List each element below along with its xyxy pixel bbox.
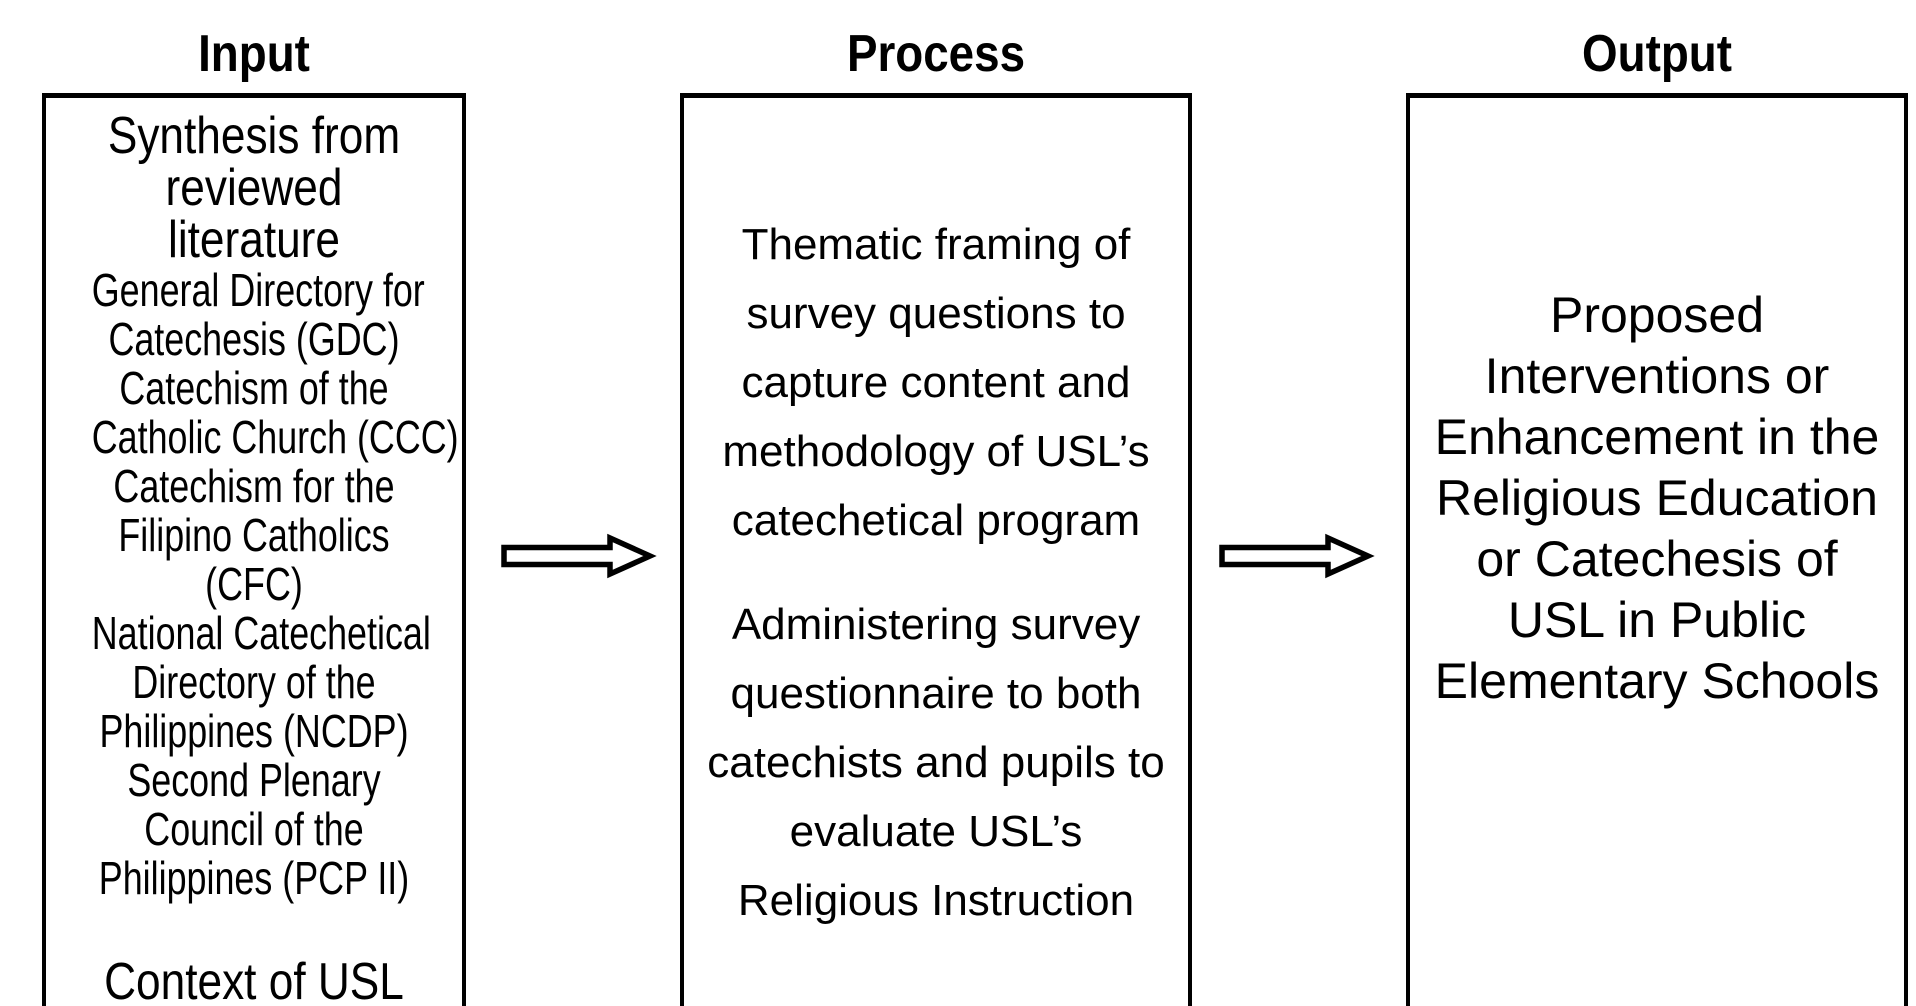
- input-heading: Synthesis from reviewed literature: [77, 110, 431, 266]
- right-arrow-icon: [501, 533, 657, 579]
- text-line: catechetical program: [731, 496, 1141, 545]
- text-line: questionnaire to both: [730, 669, 1142, 718]
- text-line: reviewed: [165, 159, 343, 217]
- text-line: Proposed: [1549, 287, 1765, 343]
- list-item: Philippines (PCP II): [98, 852, 410, 904]
- text-line: literature: [168, 211, 340, 269]
- process-step-1: Thematic framing of survey questions to …: [684, 210, 1188, 555]
- input-box: Synthesis from reviewed literature Gener…: [42, 93, 466, 1006]
- list-item: Filipino Catholics: [118, 509, 390, 561]
- list-item: Council of the: [144, 803, 364, 855]
- text-line: Religious Instruction: [737, 876, 1135, 925]
- list-item: Catechism for the: [113, 460, 395, 512]
- text-line: Synthesis from: [107, 107, 401, 165]
- process-box: Thematic framing of survey questions to …: [680, 93, 1192, 1006]
- text-line: Religious Education: [1436, 470, 1878, 526]
- list-item: Directory of the: [132, 656, 376, 708]
- right-arrow-icon: [1219, 533, 1375, 579]
- input-column-title: Input: [198, 25, 310, 83]
- text-line: Elementary Schools: [1434, 653, 1880, 709]
- list-item: National Catechetical: [91, 607, 431, 659]
- text-line: evaluate USL’s: [789, 807, 1083, 856]
- text-line: Context of USL: [104, 953, 404, 1006]
- process-content: Thematic framing of survey questions to …: [684, 98, 1188, 935]
- process-step-2: Administering survey questionnaire to bo…: [684, 590, 1188, 935]
- list-item: Catechesis (GDC): [108, 313, 400, 365]
- list-item: General Directory for: [91, 264, 425, 316]
- text-line: Enhancement in the: [1434, 409, 1880, 465]
- text-line: survey questions to: [746, 289, 1126, 338]
- list-item: Philippines (NCDP): [99, 705, 409, 757]
- list-item: (CFC): [205, 558, 303, 610]
- text-line: capture content and: [741, 358, 1131, 407]
- output-column-title: Output: [1582, 25, 1732, 83]
- process-column-title: Process: [846, 25, 1026, 83]
- input-context-line: Context of USL: [77, 955, 431, 1006]
- input-literature-list: General Directory for Catechesis (GDC) C…: [91, 264, 459, 904]
- text-line: Administering survey: [731, 600, 1141, 649]
- text-line: or Catechesis of: [1476, 531, 1838, 587]
- text-line: Thematic framing of: [741, 220, 1131, 269]
- text-line: methodology of USL’s: [722, 427, 1150, 476]
- text-line: catechists and pupils to: [707, 738, 1165, 787]
- text-line: Interventions or: [1484, 348, 1830, 404]
- output-box: Proposed Interventions or Enhancement in…: [1406, 93, 1908, 1006]
- list-item: Second Plenary: [127, 754, 381, 806]
- list-item: Catechism of the: [119, 362, 389, 414]
- output-content: Proposed Interventions or Enhancement in…: [1410, 98, 1904, 712]
- text-line: USL in Public: [1507, 592, 1807, 648]
- list-item: Catholic Church (CCC): [91, 411, 459, 463]
